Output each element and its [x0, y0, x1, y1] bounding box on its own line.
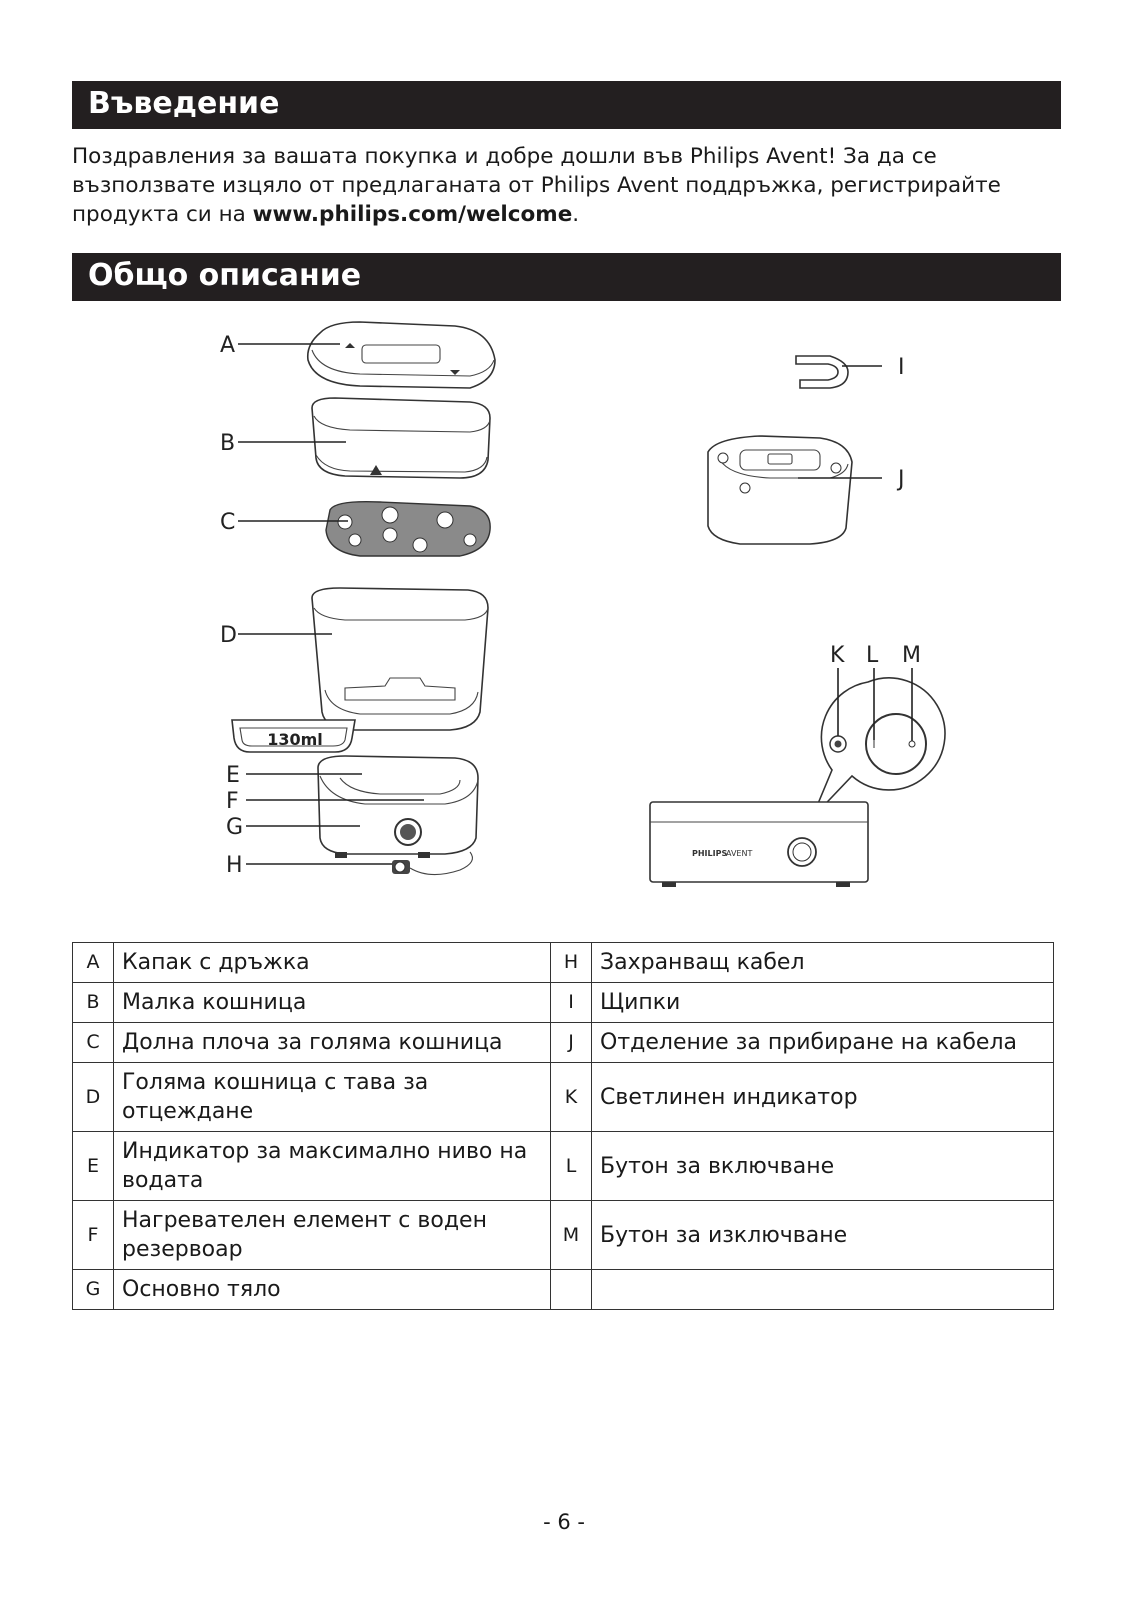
part-letter: D — [72, 1062, 114, 1132]
part-description: Нагревателен елемент с воден резервоар — [113, 1200, 551, 1270]
intro-text: Поздравления за вашата покупка и добре д… — [72, 144, 1001, 227]
part-description: Капак с дръжка — [113, 942, 551, 983]
part-description: Малка кошница — [113, 982, 551, 1023]
part-description: Отделение за прибиране на кабела — [591, 1022, 1054, 1063]
part-letter: A — [72, 942, 114, 983]
label-l: L — [866, 643, 879, 668]
part-letter: E — [72, 1131, 114, 1201]
product-illustration: 130ml — [220, 321, 946, 887]
intro-paragraph: Поздравления за вашата покупка и добре д… — [72, 142, 1061, 229]
part-description: Голяма кошница с тава за отцеждане — [113, 1062, 551, 1132]
brand-sub: AVENT — [726, 849, 752, 858]
label-k: K — [830, 643, 845, 668]
label-b: B — [220, 431, 235, 456]
brand-logo: PHILIPS — [692, 849, 727, 858]
label-d: D — [220, 623, 237, 648]
part-letter: B — [72, 982, 114, 1023]
part-description: Бутон за изключване — [591, 1200, 1054, 1270]
label-j: J — [896, 467, 905, 492]
power-knob-icon — [865, 713, 927, 775]
label-g: G — [226, 815, 243, 840]
part-letter: H — [550, 942, 592, 983]
part-c-bottom-plate — [325, 500, 491, 557]
part-g-main-body — [317, 755, 479, 858]
label-e: E — [226, 763, 240, 788]
label-i: I — [898, 355, 905, 380]
label-a: A — [220, 333, 235, 358]
section-heading-general: Общо описание — [72, 253, 1061, 301]
water-level-badge: 130ml — [231, 719, 356, 753]
part-a-lid — [306, 321, 496, 389]
control-panel-zoom — [811, 677, 946, 819]
part-letter: F — [72, 1200, 114, 1270]
intro-text-end: . — [572, 202, 580, 227]
part-h-power-cord — [392, 851, 473, 876]
part-j-cord-storage — [707, 435, 853, 545]
part-description: Бутон за включване — [591, 1131, 1054, 1201]
part-description: Захранващ кабел — [591, 942, 1054, 983]
page-number: - 6 - — [543, 1510, 585, 1534]
part-letter — [550, 1269, 592, 1310]
part-d-large-basket — [311, 587, 489, 731]
part-description: Щипки — [591, 982, 1054, 1023]
section-heading-intro: Въведение — [72, 81, 1061, 129]
part-letter: K — [550, 1062, 592, 1132]
part-letter: I — [550, 982, 592, 1023]
part-letter: C — [72, 1022, 114, 1063]
part-i-clips — [795, 355, 849, 389]
label-c: C — [220, 510, 235, 535]
intro-link[interactable]: www.philips.com/welcome — [252, 202, 573, 227]
part-description: Светлинен индикатор — [591, 1062, 1054, 1132]
label-h: H — [226, 853, 243, 878]
part-letter: M — [550, 1200, 592, 1270]
device-front-view: PHILIPS AVENT — [649, 801, 869, 887]
part-letter: J — [550, 1022, 592, 1063]
part-letter: G — [72, 1269, 114, 1310]
water-level-text: 130ml — [267, 730, 323, 749]
part-description: Основно тяло — [113, 1269, 551, 1310]
part-description: Долна плоча за голяма кошница — [113, 1022, 551, 1063]
part-letter: L — [550, 1131, 592, 1201]
part-b-small-basket — [311, 397, 491, 479]
label-m: M — [902, 643, 921, 668]
label-f: F — [226, 789, 239, 814]
part-description: Индикатор за максимално ниво на водата — [113, 1131, 551, 1201]
part-description — [591, 1269, 1054, 1310]
